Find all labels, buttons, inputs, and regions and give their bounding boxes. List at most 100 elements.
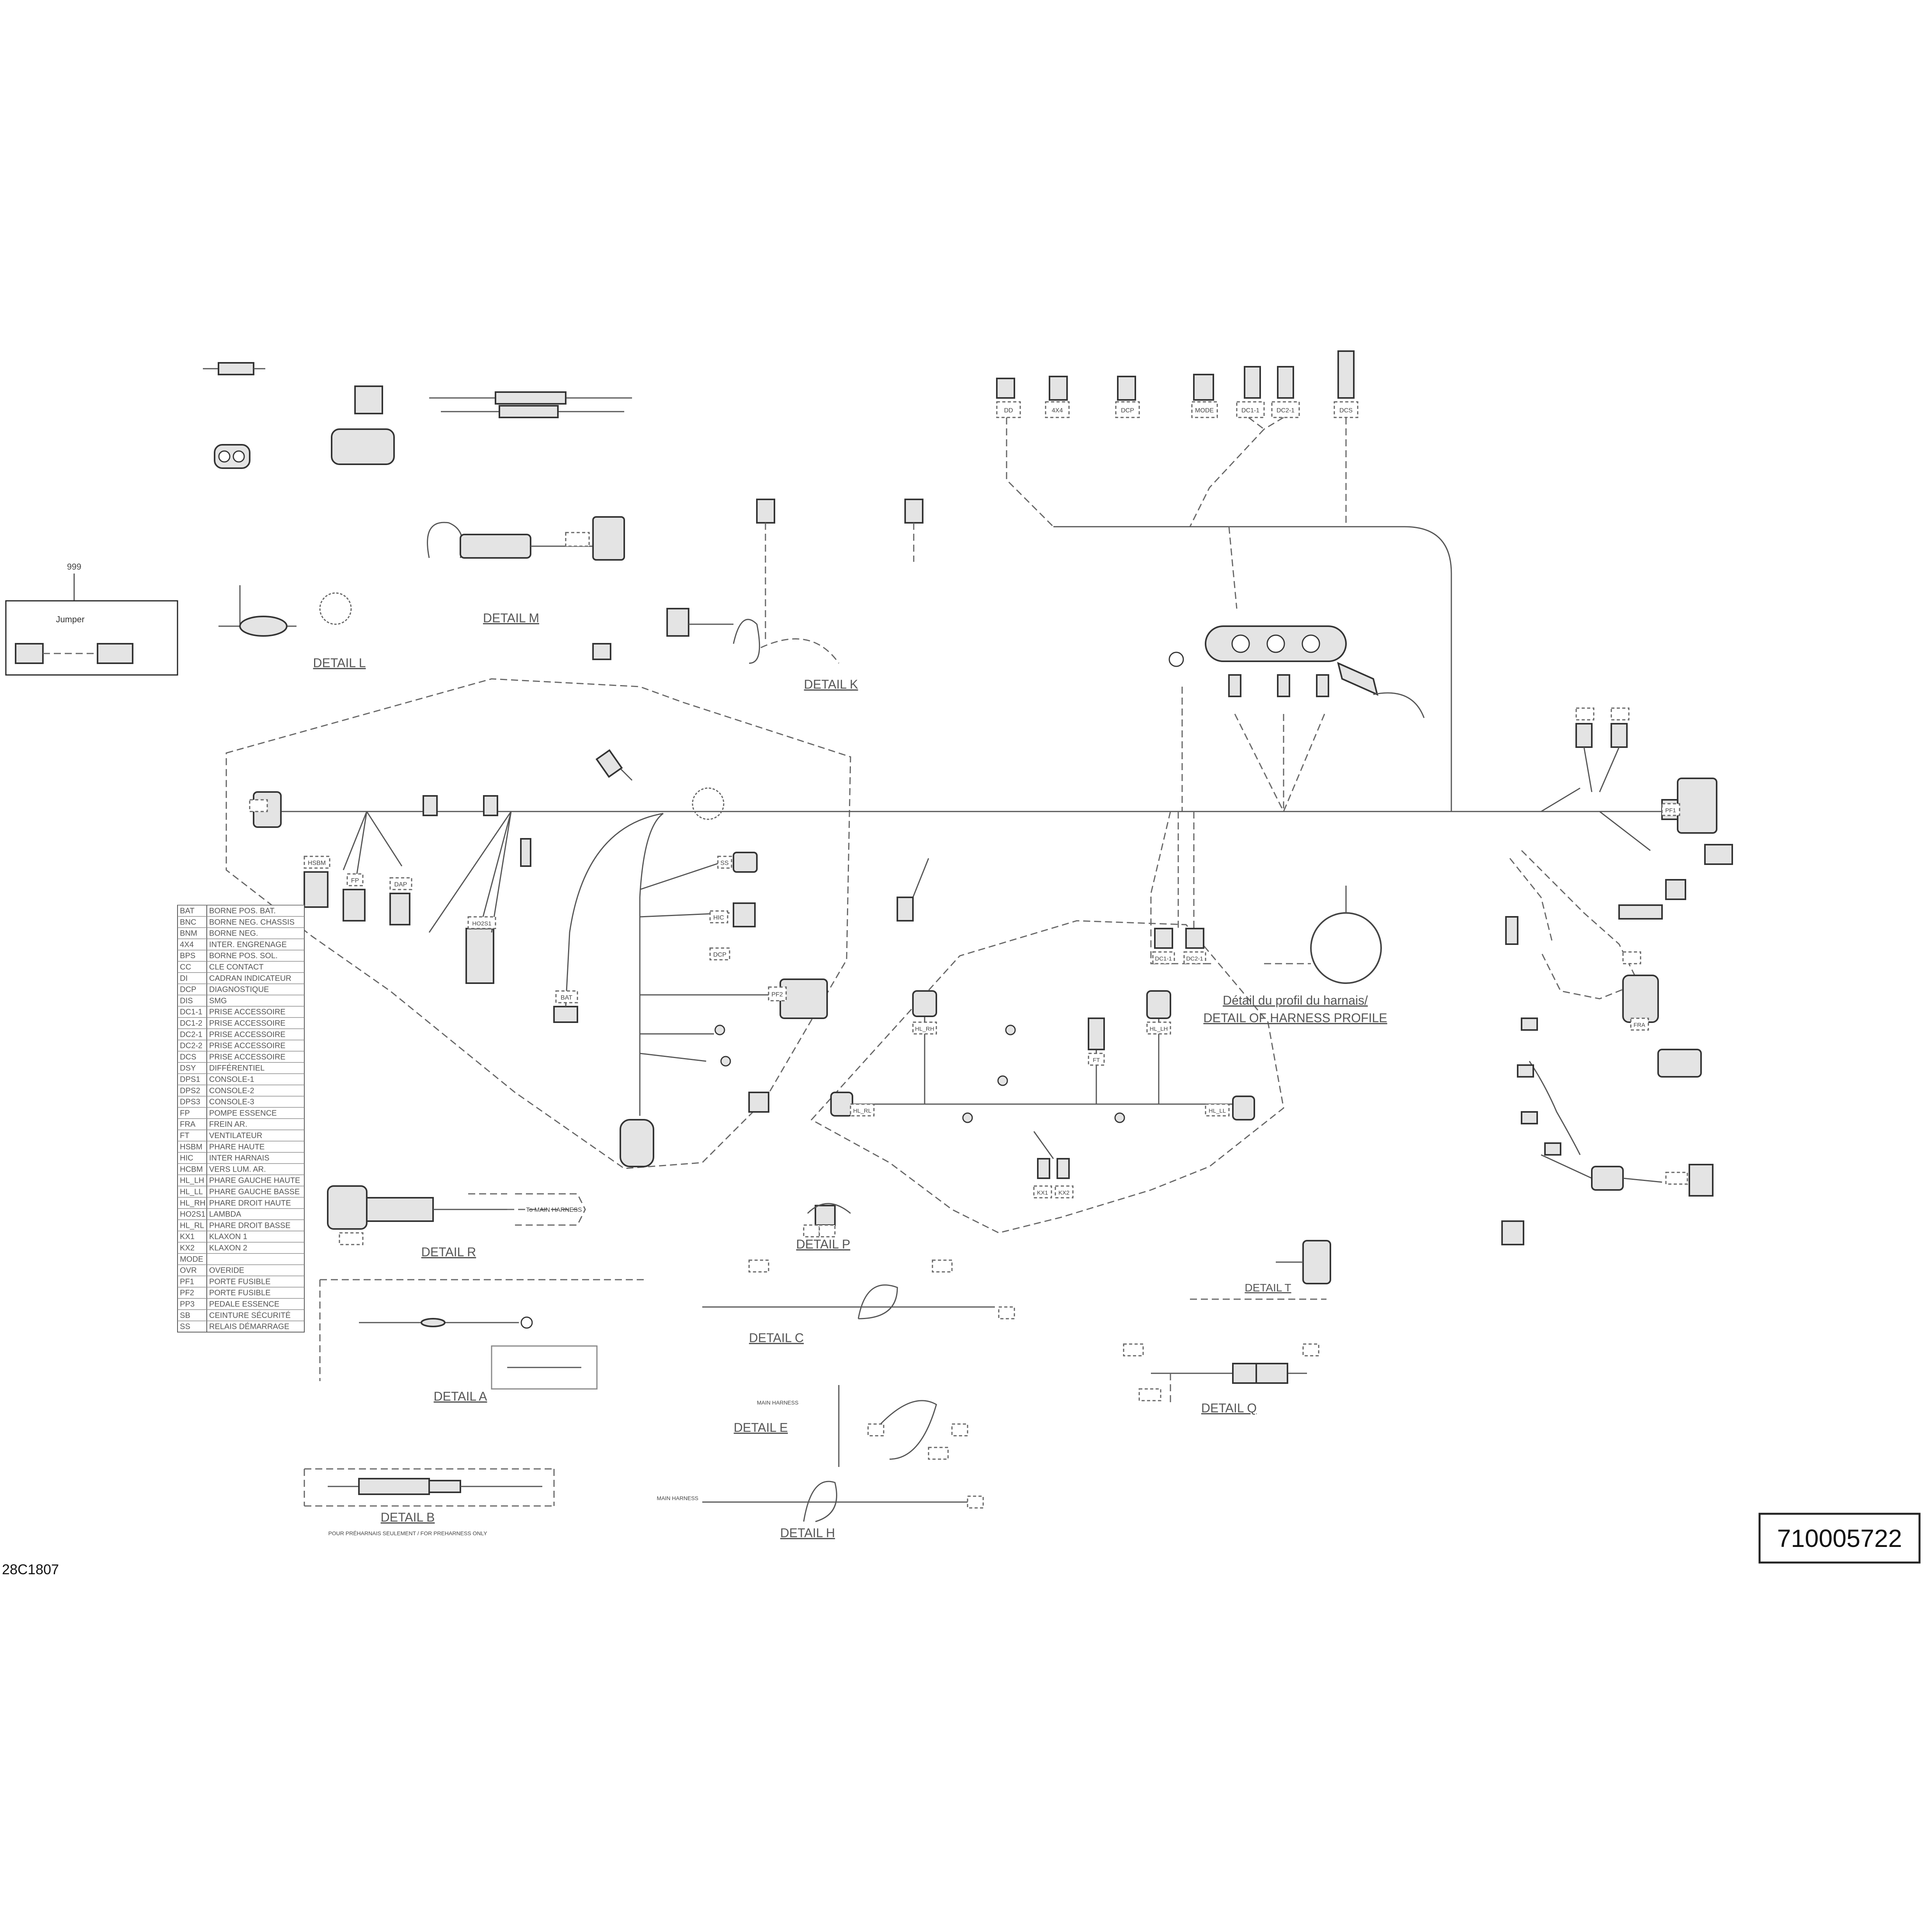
ground-terminal-block bbox=[1168, 625, 1425, 812]
detail-p-title: DETAIL P bbox=[796, 1237, 851, 1251]
tag-fra: FRA bbox=[1634, 1022, 1645, 1028]
jumper-box: 999 Jumper bbox=[5, 562, 178, 676]
legend-description: PRISE ACCESSOIRE bbox=[209, 1042, 286, 1050]
legend-code: FT bbox=[180, 1131, 189, 1140]
main-harness-left-connector bbox=[253, 749, 724, 1167]
detail-c-title: DETAIL C bbox=[749, 1331, 804, 1345]
main-harness-label-e: MAIN HARNESS bbox=[757, 1399, 799, 1406]
legend-description: SMG bbox=[209, 996, 227, 1005]
legend-code: KX1 bbox=[180, 1232, 195, 1241]
legend-description: KLAXON 1 bbox=[209, 1232, 247, 1241]
legend-description: KLAXON 2 bbox=[209, 1244, 247, 1252]
detail-a: DETAIL A bbox=[319, 1279, 648, 1403]
legend-code: FRA bbox=[180, 1120, 196, 1129]
legend-description: FREIN AR. bbox=[209, 1120, 247, 1129]
legend-code: CC bbox=[180, 963, 191, 971]
tag-hic: HIC bbox=[713, 915, 724, 921]
legend-code: FP bbox=[180, 1109, 190, 1117]
legend-description: VENTILATEUR bbox=[209, 1131, 262, 1140]
legend-description: CONSOLE-1 bbox=[209, 1075, 254, 1084]
legend-description: CONSOLE-3 bbox=[209, 1098, 254, 1106]
headlamp-harness: HL_RH HL_LH HL_RL HL_LL FT KX1 KX2 bbox=[830, 990, 1255, 1199]
part-number-box: 710005722 bbox=[1758, 1513, 1921, 1564]
tag-mode: MODE bbox=[1195, 407, 1214, 414]
tag-dc1-1: DC1-1 bbox=[1241, 407, 1259, 414]
splice-detail bbox=[429, 391, 632, 418]
legend-code: HO2S1 bbox=[180, 1210, 206, 1219]
detail-k: DETAIL K bbox=[592, 499, 923, 691]
legend-code: DC1-1 bbox=[180, 1008, 202, 1016]
detail-c: DETAIL C bbox=[702, 1259, 1015, 1345]
fuse-symbol-detail bbox=[203, 362, 265, 375]
legend-description: PEDALE ESSENCE bbox=[209, 1300, 279, 1309]
legend-code: BPS bbox=[180, 952, 195, 960]
tag-kx1: KX1 bbox=[1037, 1190, 1048, 1196]
legend-code: DC1-2 bbox=[180, 1019, 202, 1028]
legend-description: BORNE POS. SOL. bbox=[209, 952, 278, 960]
legend-description: CLE CONTACT bbox=[209, 963, 264, 971]
legend-description: BORNE NEG. bbox=[209, 929, 258, 938]
tag-dcp-branch: DCP bbox=[713, 952, 726, 958]
legend-code: HCBM bbox=[180, 1165, 203, 1174]
detail-t: DETAIL T bbox=[1190, 1240, 1331, 1300]
console-dc-connectors: DC1-1 DC2-1 bbox=[897, 811, 1213, 964]
legend-description: PORTE FUSIBLE bbox=[209, 1277, 270, 1286]
harness-profile-detail: Détail du profil du harnais/ DETAIL OF H… bbox=[1203, 886, 1387, 1025]
legend-code: HL_LH bbox=[180, 1176, 204, 1185]
profile-title-fr: Détail du profil du harnais/ bbox=[1223, 993, 1368, 1007]
profile-title-en: DETAIL OF HARNESS PROFILE bbox=[1203, 1011, 1387, 1025]
jumper-item-number: 999 bbox=[67, 562, 82, 572]
legend-code: BAT bbox=[180, 907, 194, 915]
legend-code: SS bbox=[180, 1323, 190, 1331]
tag-bat: BAT bbox=[561, 994, 572, 1001]
detail-t-title: DETAIL T bbox=[1245, 1282, 1291, 1294]
drawing-code: 28C1807 bbox=[2, 1561, 59, 1577]
detail-b: DETAIL B POUR PRÉHARNAIS SEULEMENT / FOR… bbox=[304, 1468, 555, 1536]
tag-dc2: DC2-1 bbox=[1186, 955, 1203, 962]
legend-description: PHARE DROIT BASSE bbox=[209, 1221, 291, 1230]
legend-description: BORNE POS. BAT. bbox=[209, 907, 276, 915]
legend-code: BNC bbox=[180, 918, 196, 927]
tag-hsbm: HSBM bbox=[308, 860, 326, 867]
legend-description: DIFFÉRENTIEL bbox=[209, 1064, 265, 1073]
tag-hl-ll: HL_LL bbox=[1209, 1108, 1226, 1114]
legend-code: DPS2 bbox=[180, 1087, 200, 1095]
legend-description: PHARE GAUCHE HAUTE bbox=[209, 1176, 300, 1185]
detail-p: DETAIL P bbox=[796, 1203, 851, 1251]
tag-dcs: DCS bbox=[1339, 407, 1353, 414]
detail-dap-connector bbox=[214, 444, 250, 469]
detail-q-title: DETAIL Q bbox=[1201, 1401, 1257, 1415]
legend-description: PRISE ACCESSOIRE bbox=[209, 1030, 286, 1039]
legend-description: LAMBDA bbox=[209, 1210, 242, 1219]
legend-description: CEINTURE SÉCURITÉ bbox=[209, 1311, 291, 1320]
detail-k-title: DETAIL K bbox=[804, 677, 858, 691]
tag-kx2: KX2 bbox=[1058, 1190, 1069, 1196]
detail-b-title: DETAIL B bbox=[381, 1510, 435, 1524]
legend-description: PRISE ACCESSOIRE bbox=[209, 1019, 286, 1028]
top-trunk-wire bbox=[1053, 526, 1452, 812]
detail-r-title: DETAIL R bbox=[421, 1245, 476, 1259]
detail-l: DETAIL L bbox=[218, 585, 366, 670]
part-number: 710005722 bbox=[1777, 1524, 1902, 1552]
tag-dcp: DCP bbox=[1121, 407, 1134, 414]
legend-code: DC2-1 bbox=[180, 1030, 202, 1039]
legend-description: CONSOLE-2 bbox=[209, 1087, 254, 1095]
legend-code: PF1 bbox=[180, 1277, 194, 1286]
legend-description: INTER. ENGRENAGE bbox=[209, 940, 287, 949]
legend-code: HL_RL bbox=[180, 1221, 204, 1230]
right-harness: PF1 FRA bbox=[1501, 707, 1733, 1245]
tag-hl-lh: HL_LH bbox=[1150, 1026, 1168, 1032]
legend-code: HL_LL bbox=[180, 1188, 203, 1196]
legend-description: PHARE DROIT HAUTE bbox=[209, 1199, 291, 1208]
tag-ss: SS bbox=[720, 860, 728, 867]
detail-a-title: DETAIL A bbox=[434, 1389, 488, 1403]
legend-code: DPS3 bbox=[180, 1098, 200, 1106]
headlamp-harness-outline bbox=[810, 920, 1284, 1234]
legend-code: PP3 bbox=[180, 1300, 195, 1309]
legend-code: DCS bbox=[180, 1053, 196, 1061]
detail-m-title: DETAIL M bbox=[483, 611, 539, 625]
legend-code: OVR bbox=[180, 1266, 197, 1275]
tag-ft: FT bbox=[1093, 1057, 1100, 1064]
